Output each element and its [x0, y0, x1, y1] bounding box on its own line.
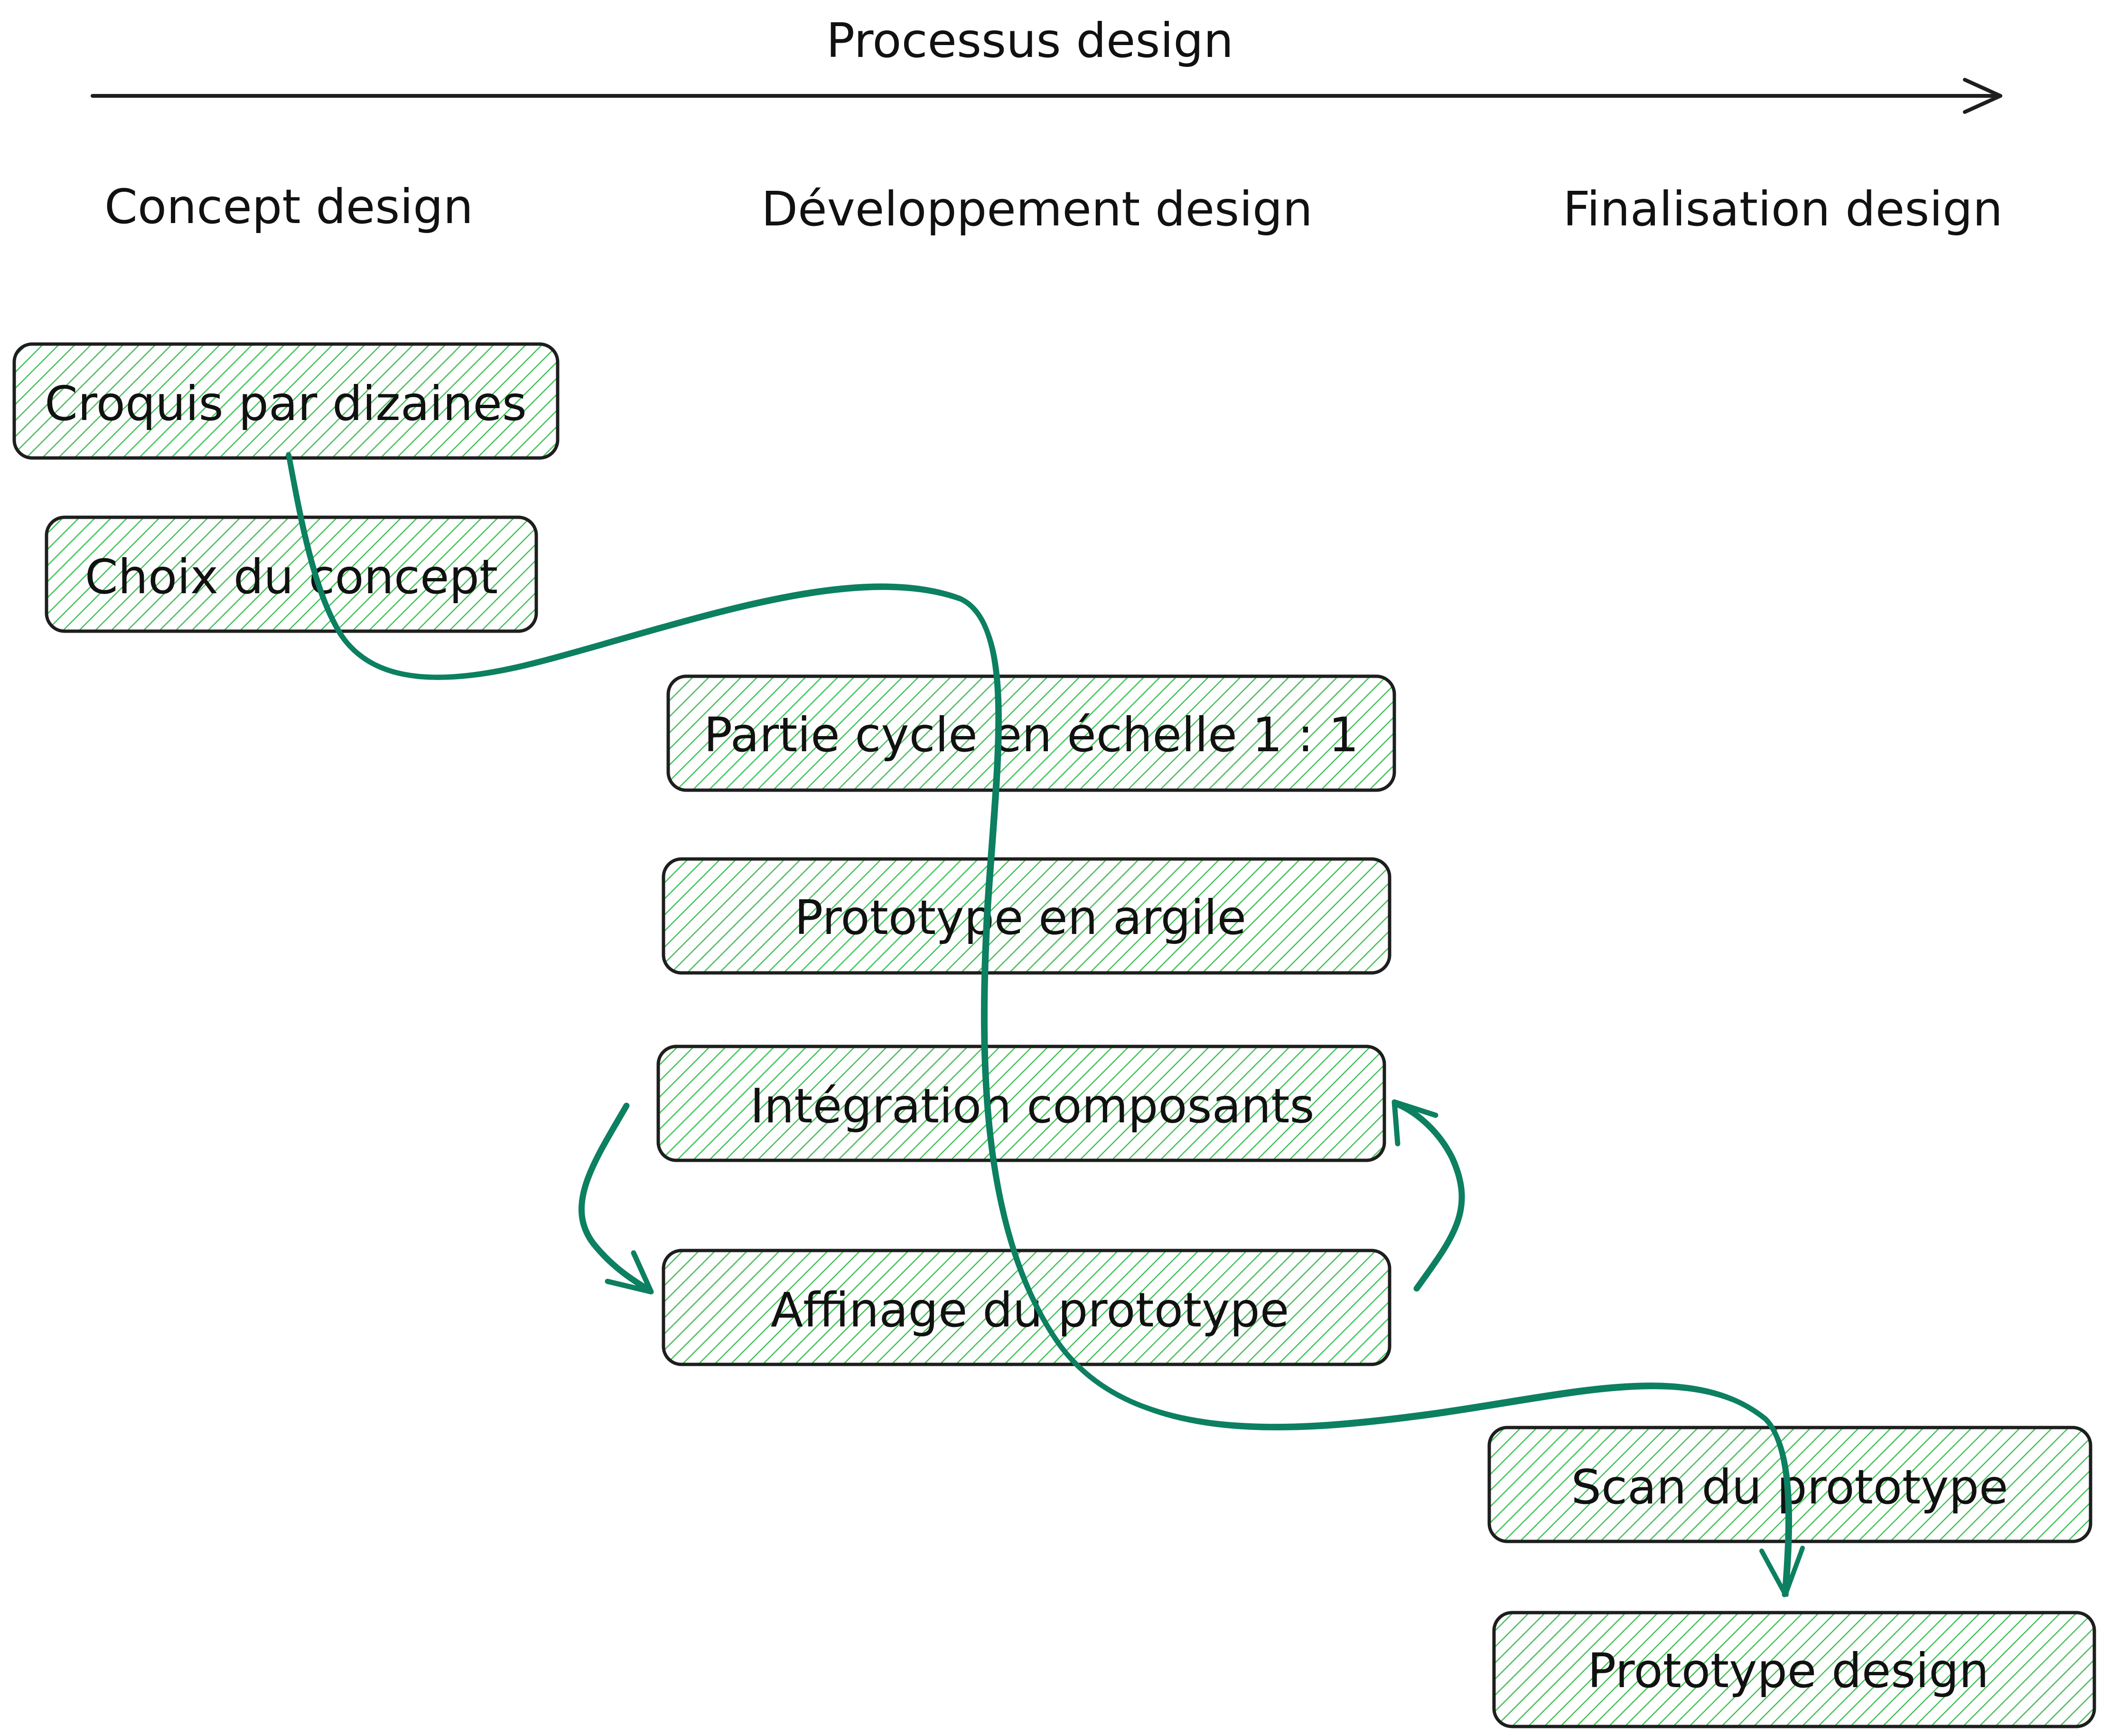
main-flow-arrow [286, 452, 1805, 1597]
step-box-prototype-design: Prototype design [1492, 1611, 2096, 1728]
step-box-choix: Choix du concept [45, 515, 538, 633]
step-label: Prototype design [1587, 1643, 1989, 1699]
step-label: Prototype en argile [794, 890, 1246, 945]
step-label: Croquis par dizaines [45, 376, 527, 431]
diagram-title: Processus design [826, 13, 1233, 68]
loop-arrow-down [579, 1102, 654, 1295]
phase-development-label: Développement design [761, 181, 1313, 237]
step-box-croquis: Croquis par dizaines [12, 342, 560, 460]
step-box-prototype-argile: Prototype en argile [662, 857, 1391, 975]
phase-concept-label: Concept design [104, 179, 473, 234]
step-box-affinage: Affinage du prototype [662, 1249, 1391, 1366]
step-label: Intégration composants [750, 1078, 1314, 1134]
loop-arrow-up [1391, 1099, 1465, 1292]
step-box-integration: Intégration composants [656, 1045, 1386, 1162]
timeline-arrow [91, 78, 2002, 114]
step-label: Choix du concept [85, 549, 498, 605]
phase-finalisation-label: Finalisation design [1563, 181, 2003, 237]
step-label: Partie cycle en échelle 1 : 1 [704, 707, 1359, 763]
step-box-partie-cycle: Partie cycle en échelle 1 : 1 [666, 674, 1396, 792]
